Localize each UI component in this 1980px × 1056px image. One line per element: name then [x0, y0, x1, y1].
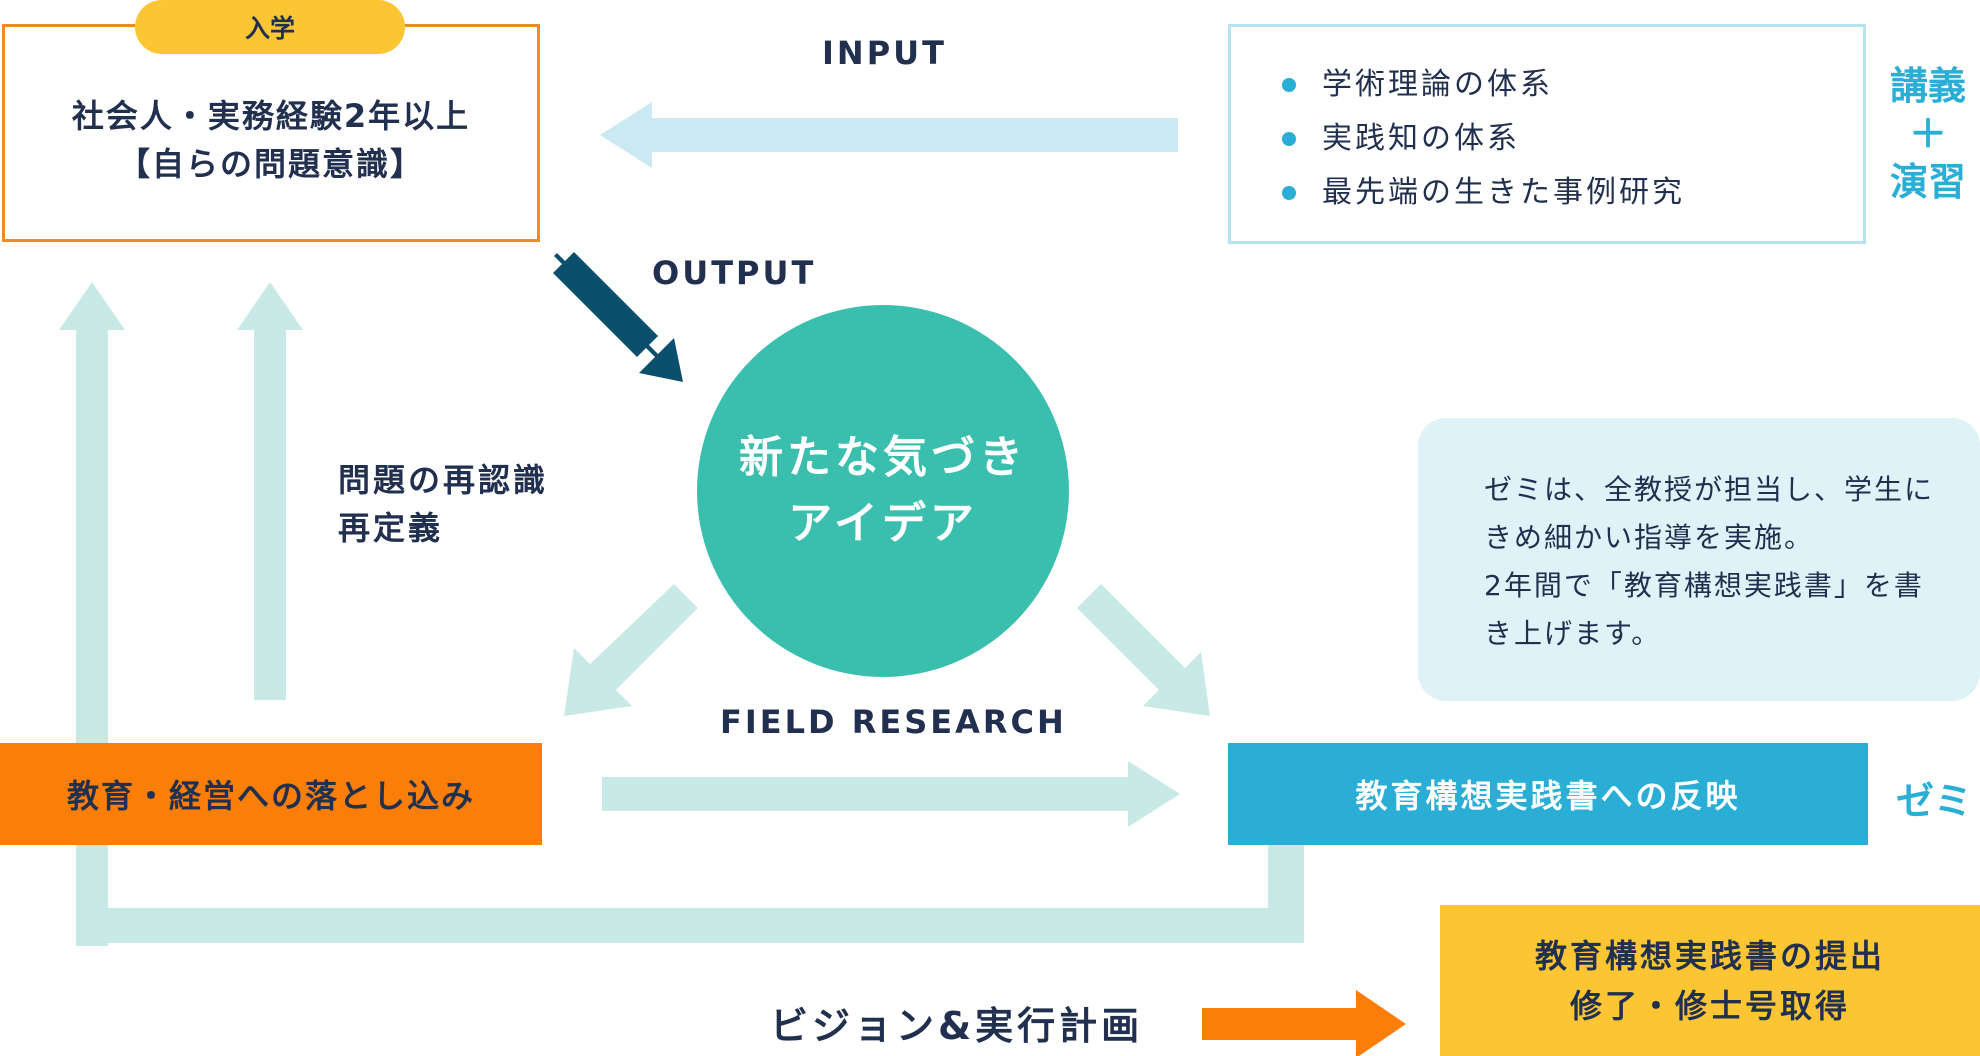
left-inner-up-arrow	[237, 282, 303, 700]
input-box	[1228, 24, 1866, 244]
entry-line-1: 社会人・実務経験2年以上	[71, 97, 471, 135]
rethink-line-1: 問題の再認識	[338, 461, 549, 499]
input-item-label: 学術理論の体系	[1322, 67, 1553, 102]
lecture-line-1: 講義	[1889, 64, 1966, 108]
final-box: 教育構想実践書の提出 修了・修士号取得	[1440, 905, 1980, 1056]
insight-circle: 新たな気づき アイデア	[697, 305, 1069, 677]
final-line-2: 修了・修士号取得	[1569, 986, 1850, 1025]
seminar-note-line: ゼミは、全教授が担当し、学生に	[1484, 473, 1935, 506]
seminar-note-line: 2年間で「教育構想実践書」を書	[1484, 569, 1924, 602]
circle-to-right-arrow	[1077, 584, 1210, 716]
seminar-note-line: き上げます。	[1484, 617, 1662, 650]
circle-to-left-arrow	[564, 584, 698, 716]
seminar-note-line: きめ細かい指導を実施。	[1484, 521, 1815, 554]
lecture-line-3: 演習	[1889, 160, 1966, 204]
output-label: OUTPUT	[652, 254, 817, 292]
rethink-label: 問題の再認識 再定義	[338, 456, 548, 552]
input-item-label: 実践知の体系	[1322, 121, 1520, 156]
output-arrow	[533, 253, 683, 382]
seminar-label: ゼミ	[1895, 779, 1972, 823]
left-outer-up-arrow	[59, 282, 125, 946]
rethink-line-2: 再定義	[338, 509, 444, 547]
input-label: INPUT	[822, 34, 947, 72]
seminar-note: ゼミは、全教授が担当し、学生に きめ細かい指導を実施。 2年間で「教育構想実践書…	[1418, 418, 1980, 701]
entry-badge: 入学	[135, 0, 405, 54]
list-item: 最先端の生きた事例研究	[1280, 166, 1685, 220]
output-arrow-shaft	[553, 252, 658, 357]
field-research-label: FIELD RESEARCH	[720, 703, 1067, 741]
input-item-label: 最先端の生きた事例研究	[1322, 175, 1685, 210]
entry-description: 社会人・実務経験2年以上 【自らの問題意識】	[2, 92, 540, 188]
entry-line-2: 【自らの問題意識】	[117, 145, 424, 183]
list-item: 学術理論の体系	[1280, 58, 1685, 112]
vision-label: ビジョン&実行計画	[770, 1004, 1144, 1048]
entry-box	[2, 24, 540, 242]
circle-line-2: アイデア	[788, 498, 978, 549]
return-loop-arrow	[76, 845, 1304, 943]
input-list: 学術理論の体系 実践知の体系 最先端の生きた事例研究	[1280, 58, 1685, 220]
final-line-1: 教育構想実践書の提出	[1534, 936, 1885, 975]
lecture-label: 講義 ＋ 演習	[1882, 62, 1974, 206]
field-research-arrow	[602, 761, 1180, 827]
vision-arrow	[1202, 990, 1406, 1056]
education-management-bar: 教育・経営への落とし込み	[0, 743, 542, 845]
list-item: 実践知の体系	[1280, 112, 1685, 166]
bullet-icon	[1282, 78, 1296, 92]
input-arrow	[600, 102, 1178, 168]
bullet-icon	[1282, 186, 1296, 200]
bullet-icon	[1282, 132, 1296, 146]
reflection-bar: 教育構想実践書への反映	[1228, 743, 1868, 845]
circle-line-1: 新たな気づき	[739, 432, 1027, 483]
lecture-line-2: ＋	[1908, 112, 1947, 156]
